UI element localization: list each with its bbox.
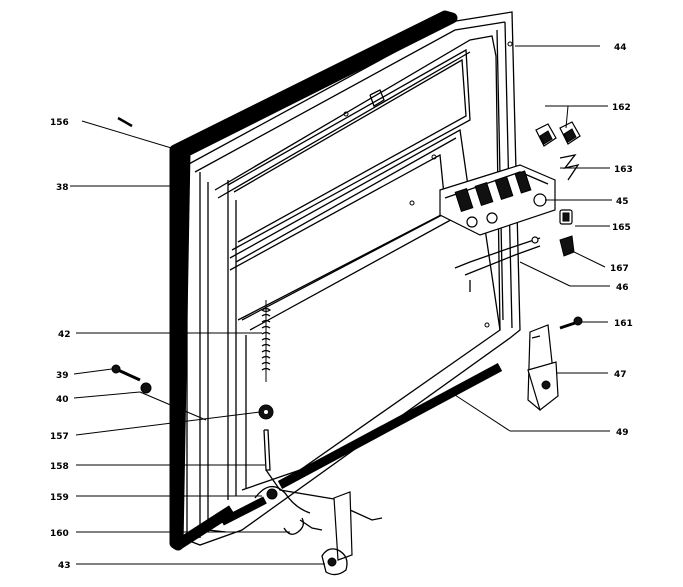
callout-40: 40	[56, 395, 69, 405]
callout-38: 38	[56, 183, 69, 193]
leader-lines	[70, 45, 612, 565]
latch-linkage	[454, 236, 541, 292]
callout-158: 158	[50, 462, 69, 472]
roller-157	[258, 404, 274, 420]
callout-160: 160	[50, 529, 69, 539]
washer-40	[140, 382, 152, 394]
callout-39: 39	[56, 371, 69, 381]
callout-156: 156	[50, 118, 69, 128]
callout-162: 162	[612, 103, 631, 113]
small-bracket	[559, 235, 575, 257]
callout-46: 46	[616, 283, 629, 293]
callout-157: 157	[50, 432, 69, 442]
callout-45: 45	[616, 197, 629, 207]
hinge-bracket-right	[527, 324, 559, 412]
hinge-bracket-left	[321, 491, 383, 576]
screw-161	[559, 316, 583, 330]
door-gasket	[169, 10, 458, 551]
control-switch-assembly	[439, 164, 556, 236]
hinge-arm	[263, 429, 341, 501]
callout-43: 43	[58, 561, 71, 571]
cable-pulley	[254, 486, 311, 514]
screw-39	[111, 364, 141, 382]
callout-161: 161	[614, 319, 633, 329]
callout-47: 47	[614, 370, 627, 380]
callout-167: 167	[610, 264, 629, 274]
screw-156	[117, 116, 133, 128]
callout-labels: 156 38 44 162 163 45 165 167 46 42 39 40…	[50, 43, 633, 571]
callout-42: 42	[58, 330, 71, 340]
callout-165: 165	[612, 223, 631, 233]
inner-door-liner	[214, 35, 513, 500]
bottom-seal-strip	[220, 363, 503, 526]
callout-159: 159	[50, 493, 69, 503]
small-switch	[559, 209, 573, 225]
door-spring	[261, 300, 272, 382]
callout-49: 49	[616, 428, 629, 438]
callout-163: 163	[614, 165, 633, 175]
callout-44: 44	[614, 43, 627, 53]
selector-knobs	[535, 121, 581, 147]
